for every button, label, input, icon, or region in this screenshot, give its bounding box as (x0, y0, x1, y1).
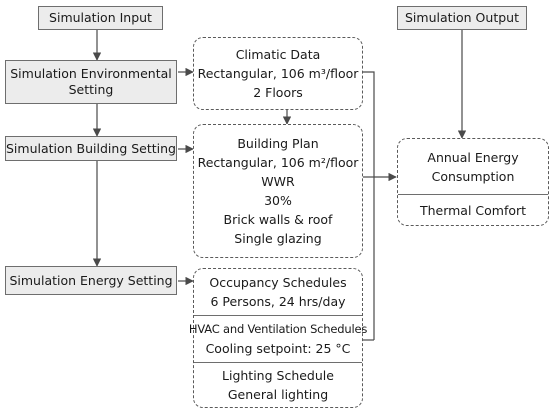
energy-divider-1 (194, 315, 362, 316)
building-line3: 30% (264, 193, 292, 208)
climatic-line2: 2 Floors (253, 85, 303, 100)
annual-energy-section: Annual Energy Consumption (398, 139, 548, 194)
environmental-setting-box: Simulation Environmental Setting (5, 60, 177, 104)
lighting-section: Lighting Schedule General lighting (194, 363, 362, 407)
hvac-value: Cooling setpoint: 25 °C (205, 341, 351, 356)
thermal-comfort-section: Thermal Comfort (398, 195, 548, 225)
line-climatic-to-collector (363, 71, 375, 340)
building-line5: Single glazing (234, 231, 322, 246)
simulation-input-box: Simulation Input (38, 6, 163, 30)
environmental-setting-label: Simulation Environmental Setting (10, 66, 172, 97)
lighting-title: Lighting Schedule (222, 368, 334, 383)
occupancy-section: Occupancy Schedules 6 Persons, 24 hrs/da… (194, 269, 362, 315)
simulation-output-box: Simulation Output (397, 6, 527, 30)
climatic-line1: Rectangular, 106 m³/floor (197, 66, 359, 81)
output-results-box: Annual Energy Consumption Thermal Comfor… (397, 138, 549, 226)
building-setting-box: Simulation Building Setting (5, 136, 177, 161)
building-line2: WWR (261, 174, 295, 189)
energy-schedules-box: Occupancy Schedules 6 Persons, 24 hrs/da… (189, 268, 367, 408)
building-line4: Brick walls & roof (223, 212, 333, 227)
occupancy-value: 6 Persons, 24 hrs/day (210, 294, 346, 309)
climatic-data-box: Climatic Data Rectangular, 106 m³/floor … (193, 37, 363, 110)
hvac-section: HVAC and Ventilation Schedules Cooling s… (189, 316, 367, 362)
energy-setting-label: Simulation Energy Setting (9, 272, 173, 288)
energy-setting-box: Simulation Energy Setting (5, 266, 177, 295)
annual-energy-label: Annual Energy Consumption (427, 149, 519, 184)
building-title: Building Plan (237, 136, 319, 151)
hvac-title: HVAC and Ventilation Schedules (188, 322, 368, 336)
building-line1: Rectangular, 106 m²/floor (197, 155, 359, 170)
energy-divider-2 (194, 362, 362, 363)
climatic-title: Climatic Data (235, 47, 321, 62)
thermal-comfort-label: Thermal Comfort (419, 202, 527, 218)
simulation-input-label: Simulation Input (49, 10, 152, 25)
lighting-value: General lighting (227, 387, 329, 402)
building-setting-label: Simulation Building Setting (6, 140, 176, 156)
occupancy-title: Occupancy Schedules (209, 275, 347, 290)
simulation-output-label: Simulation Output (405, 10, 519, 25)
output-divider (398, 194, 548, 195)
building-plan-box: Building Plan Rectangular, 106 m²/floor … (193, 124, 363, 258)
